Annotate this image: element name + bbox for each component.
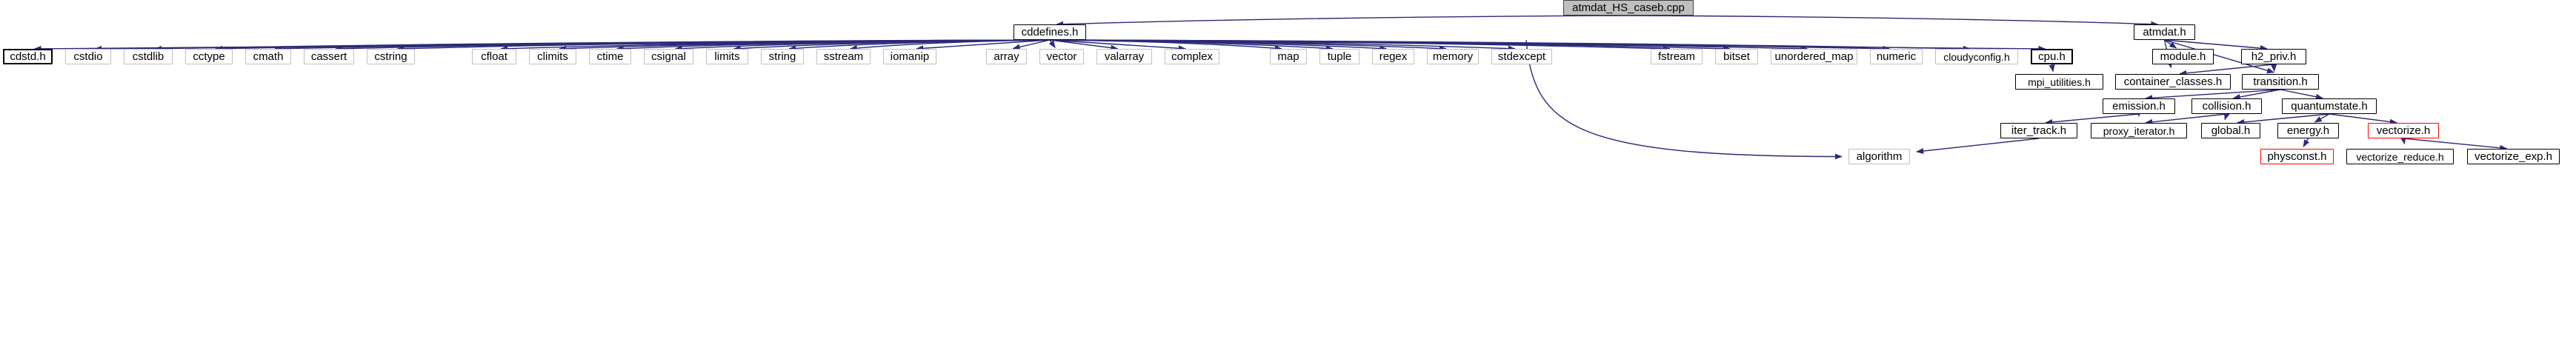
graph-node-iomanip[interactable]: iomanip: [883, 49, 936, 64]
graph-edge-collision-h-to-global-h: [2224, 112, 2230, 121]
graph-node-emission-h[interactable]: emission.h: [2103, 98, 2175, 114]
graph-edge-cddefines-h-to-vector: [1048, 39, 1056, 48]
graph-node-cassert[interactable]: cassert: [304, 49, 354, 64]
graph-node-mpi-utilities-h[interactable]: mpi_utilities.h: [2015, 74, 2103, 90]
graph-node-bitset[interactable]: bitset: [1715, 49, 1758, 64]
graph-node-atmdat-h[interactable]: atmdat.h: [2134, 24, 2195, 40]
graph-edge-vectorize-h-to-vectorize-exp-h: [2403, 138, 2508, 151]
graph-node-array[interactable]: array: [986, 49, 1027, 64]
graph-node-cstdio[interactable]: cstdio: [65, 49, 111, 64]
graph-node-stdexcept[interactable]: stdexcept: [1491, 49, 1552, 64]
graph-node-cctype[interactable]: cctype: [185, 49, 233, 64]
graph-node-cloudyconfig-h[interactable]: cloudyconfig.h: [1935, 49, 2018, 64]
graph-edge-quantumstate-h-to-vectorize-h: [2329, 113, 2397, 125]
graph-edge-transition-h-to-emission-h: [2145, 89, 2281, 101]
graph-node-map[interactable]: map: [1270, 49, 1307, 64]
graph-node-vectorize-reduce-h[interactable]: vectorize_reduce.h: [2346, 149, 2454, 164]
graph-node-quantumstate-h[interactable]: quantumstate.h: [2282, 98, 2377, 114]
graph-node-complex[interactable]: complex: [1165, 49, 1219, 64]
graph-edge-transition-h-to-collision-h: [2232, 89, 2281, 100]
graph-edge-atmdat-h-to-module-h: [2164, 39, 2177, 49]
graph-edge-quantumstate-h-to-energy-h: [2314, 113, 2330, 123]
graph-edge-transition-h-to-quantumstate-h: [2280, 89, 2323, 100]
graph-node-limits[interactable]: limits: [706, 49, 748, 64]
graph-node-cddefines-h[interactable]: cddefines.h: [1014, 24, 1086, 40]
graph-edge-atmdat-HS-caseb-cpp-to-cddefines-h: [1056, 15, 1629, 27]
graph-node-collision-h[interactable]: collision.h: [2191, 98, 2262, 114]
graph-edge-iter-track-h-to-algorithm: [1916, 138, 2040, 154]
graph-node-csignal[interactable]: csignal: [644, 49, 693, 64]
graph-edge-h2-priv-h-to-container-classes-h: [2179, 64, 2274, 76]
graph-edge-cpu-h-to-mpi-utilities-h: [2049, 64, 2055, 73]
graph-edge-cddefines-h-to-iomanip: [916, 39, 1051, 52]
graph-edge-quantumstate-h-to-global-h: [2237, 113, 2330, 125]
graph-node-string[interactable]: string: [761, 49, 804, 64]
graph-node-unordered-map[interactable]: unordered_map: [1771, 49, 1857, 64]
graph-node-cstring[interactable]: cstring: [367, 49, 415, 64]
graph-edge-cddefines-h-to-algorithm: [1525, 39, 1843, 160]
graph-edge-energy-h-to-physconst-h: [2303, 138, 2310, 147]
graph-node-cdstd-h[interactable]: cdstd.h: [3, 49, 53, 64]
graph-node-proxy-iterator-h[interactable]: proxy_iterator.h: [2091, 123, 2187, 138]
graph-node-climits[interactable]: climits: [529, 49, 576, 64]
graph-node-vectorize-exp-h[interactable]: vectorize_exp.h: [2467, 149, 2560, 164]
graph-edge-atmdat-h-to-transition-h: [2164, 39, 2275, 74]
graph-node-cmath[interactable]: cmath: [245, 49, 291, 64]
graph-node-global-h[interactable]: global.h: [2201, 123, 2260, 138]
graph-node-iter-track-h[interactable]: iter_track.h: [2000, 123, 2077, 138]
graph-edge-atmdat-h-to-h2-priv-h: [2164, 39, 2268, 52]
graph-node-regex[interactable]: regex: [1372, 49, 1414, 64]
graph-edge-cddefines-h-to-valarray: [1049, 39, 1119, 51]
graph-node-valarray[interactable]: valarray: [1096, 49, 1152, 64]
graph-edge-cddefines-h-to-sstream: [849, 39, 1051, 51]
graph-node-energy-h[interactable]: energy.h: [2277, 123, 2339, 138]
graph-node-fstream[interactable]: fstream: [1651, 49, 1703, 64]
graph-node-numeric[interactable]: numeric: [1870, 49, 1923, 64]
graph-edge-collision-h-to-proxy-iterator-h: [2145, 113, 2227, 125]
graph-node-tuple[interactable]: tuple: [1319, 49, 1359, 64]
graph-edge-cddefines-h-to-cpu-h: [1049, 39, 2046, 52]
graph-node-vector[interactable]: vector: [1039, 49, 1084, 64]
graph-node-cpu-h[interactable]: cpu.h: [2031, 49, 2073, 64]
graph-node-h2-priv-h[interactable]: h2_priv.h: [2241, 49, 2306, 64]
graph-node-algorithm[interactable]: algorithm: [1848, 149, 1910, 164]
graph-node-sstream[interactable]: sstream: [816, 49, 871, 64]
graph-node-ctime[interactable]: ctime: [589, 49, 631, 64]
graph-node-cfloat[interactable]: cfloat: [472, 49, 516, 64]
graph-edge-cddefines-h-to-array: [1012, 39, 1051, 50]
graph-edge-emission-h-to-iter-track-h: [2045, 113, 2140, 125]
graph-node-atmdat-HS-caseb-cpp[interactable]: atmdat_HS_caseb.cpp: [1563, 0, 1694, 16]
graph-edge-vectorize-h-to-vectorize-reduce-h: [2400, 136, 2406, 145]
graph-edge-cddefines-h-to-complex: [1049, 39, 1186, 52]
graph-node-physconst-h[interactable]: physconst.h: [2260, 149, 2334, 164]
graph-node-memory[interactable]: memory: [1427, 49, 1479, 64]
graph-node-module-h[interactable]: module.h: [2152, 49, 2214, 64]
graph-node-cstdlib[interactable]: cstdlib: [124, 49, 173, 64]
graph-node-vectorize-h[interactable]: vectorize.h: [2368, 123, 2439, 138]
graph-node-transition-h[interactable]: transition.h: [2242, 74, 2319, 90]
graph-node-container-classes-h[interactable]: container_classes.h: [2115, 74, 2231, 90]
graph-edge-atmdat-HS-caseb-cpp-to-atmdat-h: [1628, 15, 2159, 27]
